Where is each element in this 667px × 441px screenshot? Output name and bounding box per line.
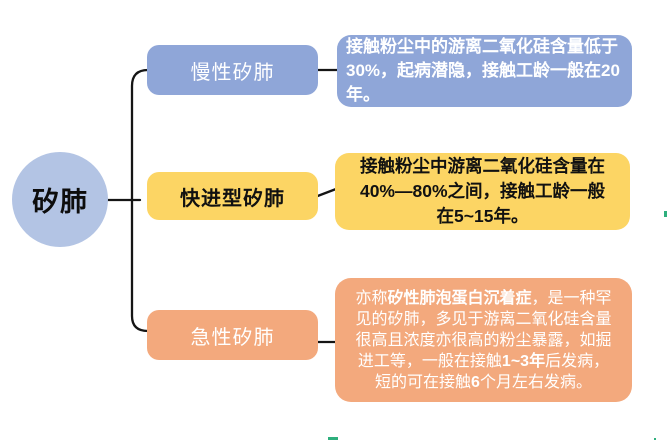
green-artifact-dot xyxy=(654,438,656,440)
branch-node-accelerated-silicosis: 快进型矽肺 xyxy=(147,172,318,220)
description-box-chronic: 接触粉尘中的游离二氧化硅含量低于30%，起病潜隐，接触工龄一般在20年。 xyxy=(337,35,632,107)
acute-desc-segment: 个月左右发病。 xyxy=(479,373,592,391)
acute-desc-segment: 后发病，短的可在接触 xyxy=(375,352,610,391)
green-artifact-tick xyxy=(664,211,667,217)
branch-node-acute-silicosis: 急性矽肺 xyxy=(147,310,318,360)
acute-desc-bold-months: 6 xyxy=(471,373,480,391)
description-text-chronic: 接触粉尘中的游离二氧化硅含量低于30%，起病潜隐，接触工龄一般在20年。 xyxy=(346,37,620,104)
spine-line xyxy=(130,68,150,333)
branch-node-chronic-label: 慢性矽肺 xyxy=(190,61,275,84)
acute-desc-segment: ，是一种罕见的矽肺，多见于游离二氧化硅含量很高且浓度亦很高的粉尘暴露，如掘进工等… xyxy=(355,289,612,370)
accelerated-connector-line xyxy=(313,187,338,199)
branch-node-acute-label: 急性矽肺 xyxy=(190,326,275,349)
acute-desc-bold-term: 矽性肺泡蛋白沉着症 xyxy=(387,289,532,307)
acute-desc-bold-years: 1~3年 xyxy=(501,352,546,370)
root-node-label: 矽肺 xyxy=(32,187,88,217)
root-node-silicosis: 矽肺 xyxy=(12,152,108,247)
branch-node-chronic-silicosis: 慢性矽肺 xyxy=(147,45,318,95)
branch-node-accelerated-label: 快进型矽肺 xyxy=(180,187,285,210)
description-text-acute: 亦称矽性肺泡蛋白沉着症，是一种罕见的矽肺，多见于游离二氧化硅含量很高且浓度亦很高… xyxy=(354,288,613,393)
green-artifact-dash xyxy=(328,437,338,440)
description-box-accelerated: 接触粉尘中游离二氧化硅含量在40%—80%之间，接触工龄一般在5~15年。 xyxy=(335,153,630,230)
description-text-accelerated: 接触粉尘中游离二氧化硅含量在40%—80%之间，接触工龄一般在5~15年。 xyxy=(359,156,606,226)
description-box-acute: 亦称矽性肺泡蛋白沉着症，是一种罕见的矽肺，多见于游离二氧化硅含量很高且浓度亦很高… xyxy=(335,278,632,402)
acute-desc-segment: 亦称 xyxy=(355,289,388,307)
